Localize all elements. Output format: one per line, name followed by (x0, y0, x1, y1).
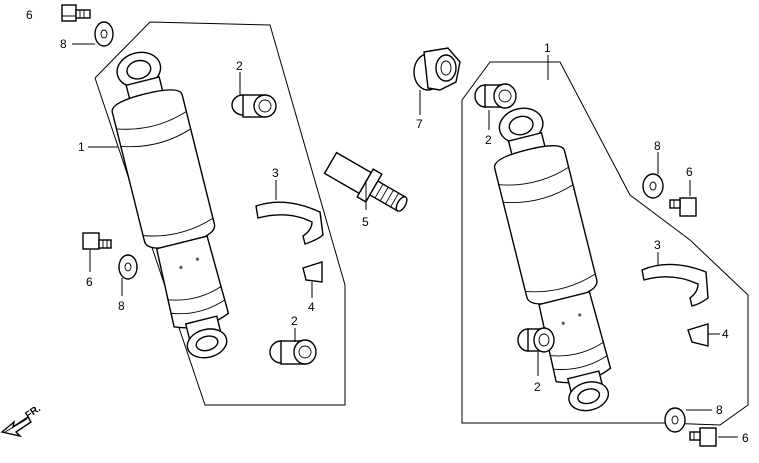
left-clip-tab (302, 261, 323, 283)
right-group-outline (461, 61, 749, 426)
callout-right-bolt-mid: 6 (686, 165, 693, 179)
callout-left-washer-top: 8 (60, 37, 67, 51)
left-washer-mid (118, 254, 138, 280)
left-spring-clip (255, 201, 324, 245)
callout-left-bushing-top: 2 (236, 59, 243, 73)
right-bushing-top (474, 83, 517, 109)
callout-left-shock: 1 (78, 140, 85, 154)
left-bolt-top (61, 4, 91, 22)
right-washer-mid (642, 173, 664, 199)
right-assembly: 1 7 2 8 6 3 4 2 8 6 (413, 41, 749, 447)
callout-left-spring-clip: 3 (272, 166, 279, 180)
callout-right-clip-tab: 4 (722, 327, 729, 341)
left-bolt-mid (82, 232, 112, 250)
callout-right-shock: 1 (544, 41, 551, 55)
right-nut (413, 47, 461, 91)
callout-right-washer-mid: 8 (654, 139, 661, 153)
callout-left-stud: 5 (362, 215, 369, 229)
callout-left-bushing-bottom: 2 (291, 314, 298, 328)
callout-right-bolt-bottom: 6 (742, 431, 749, 445)
callout-right-washer-bottom: 8 (716, 403, 723, 417)
callout-left-clip-tab: 4 (308, 300, 315, 314)
right-washer-bottom (664, 407, 686, 433)
left-shock-absorber (111, 51, 230, 359)
callout-right-bushing-bottom: 2 (534, 380, 541, 394)
left-bushing-bottom (269, 339, 317, 365)
callout-left-washer-mid: 8 (118, 299, 125, 313)
right-spring-clip (641, 263, 709, 307)
left-stud (323, 151, 408, 212)
front-arrow-icon (0, 416, 32, 438)
left-bushing-top (231, 94, 277, 118)
front-direction-marker: FR. (0, 403, 43, 438)
left-group-outline (94, 21, 346, 406)
left-washer-top (94, 21, 114, 47)
callout-left-bolt-top: 6 (26, 8, 33, 22)
left-assembly: 6 8 1 2 3 5 4 2 6 8 (26, 4, 408, 406)
callout-left-bolt-mid: 6 (86, 275, 93, 289)
right-bolt-mid (669, 197, 697, 217)
right-shock-absorber (493, 107, 612, 412)
right-bushing-bottom (517, 327, 555, 353)
callout-right-spring-clip: 3 (654, 238, 661, 252)
callout-right-nut: 7 (416, 117, 423, 131)
right-bolt-bottom (689, 427, 717, 447)
right-clip-tab (687, 323, 709, 347)
callout-right-bushing-top: 2 (485, 133, 492, 147)
